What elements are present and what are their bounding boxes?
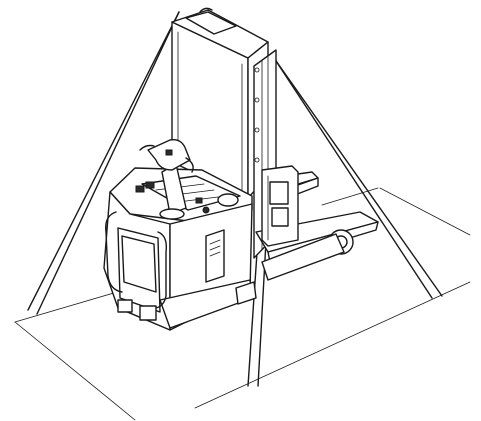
tiller-handle (139, 139, 194, 220)
load-wheel (261, 229, 354, 281)
truck-chassis (103, 167, 257, 331)
fork-carriage (261, 165, 299, 247)
